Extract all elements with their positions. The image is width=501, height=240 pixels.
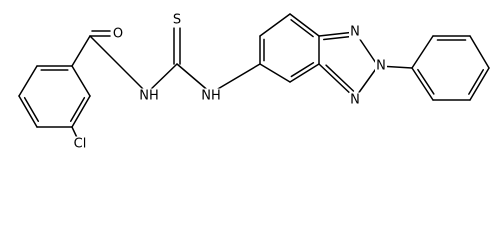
benzo-bond-3-inner (290, 19, 314, 38)
benzo-bond-2 (259, 13, 291, 37)
phenyl-bond-4 (469, 67, 490, 101)
benzo-bond-5-inner (290, 62, 315, 78)
thiocarbonyl-nh-bond (176, 63, 212, 94)
ring-carbonyl-bond (71, 35, 91, 67)
sulfur-label-bg (171, 12, 183, 28)
benzo-bond-5 (289, 63, 320, 83)
thiourea-nh-label: NH (201, 89, 221, 104)
structure-diagram: O S NH NH N N N Cl (18, 12, 490, 152)
triazole-n2-label-bg (375, 58, 387, 74)
nh-benzo-bond (210, 63, 261, 94)
ring1-bond-3 (71, 95, 91, 128)
bond-layer (18, 13, 490, 145)
thiourea-nh-label-bg (200, 88, 222, 104)
ring1-bond-6 (18, 65, 38, 97)
chlorine-label: Cl (74, 137, 87, 152)
triazole-n1-label: N (350, 25, 360, 40)
nh-thiocarbonyl-bond (146, 63, 178, 94)
carbonyl-nh-bond (89, 35, 148, 94)
triazole-n2-label: N (376, 59, 386, 74)
triazole-n3-label: N (350, 93, 360, 108)
benzo-bond-6 (259, 63, 291, 83)
ring1-bond-5-inner (23, 96, 40, 123)
triazole-n3-label-bg (349, 92, 361, 108)
benzo-bond-3 (289, 13, 320, 37)
triazole-n1-label-bg (349, 24, 361, 40)
phenyl-bond-6 (411, 67, 434, 101)
amide-nh-label-bg (138, 88, 160, 104)
triazole-bond-4 (318, 63, 356, 99)
ring1-bond-3-inner (69, 96, 86, 123)
oxygen-label-bg (111, 26, 125, 42)
triazole-bond-1-inner (323, 35, 352, 41)
ring1-bond-2 (71, 65, 91, 97)
triazole-bond-4-inner (325, 64, 355, 92)
chlorine-label-bg (69, 136, 91, 152)
phenyl-bond-4-inner (468, 69, 485, 95)
sulfur-label: S (173, 13, 181, 28)
oxygen-label: O (113, 27, 123, 42)
phenyl-bond-3 (469, 35, 490, 69)
ring1-bond-5 (18, 95, 38, 128)
phenyl-bond-1 (411, 35, 434, 69)
phenyl-bond-6-inner (417, 68, 435, 95)
amide-nh-label: NH (139, 89, 159, 104)
atom-label-layer: O S NH NH N N N Cl (69, 12, 387, 152)
